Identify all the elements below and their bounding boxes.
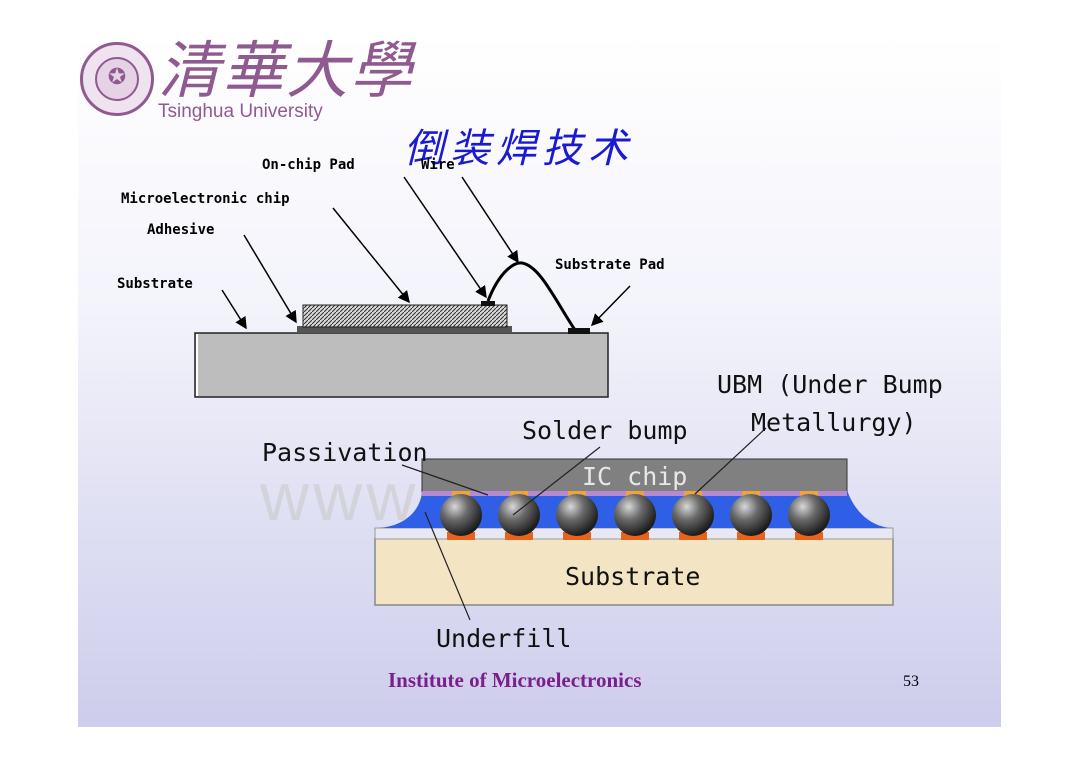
wirebond-adhesive — [297, 326, 512, 333]
label-microelectronic-chip: Microelectronic chip — [121, 191, 290, 207]
watermark-text: www — [260, 459, 420, 535]
university-name-en: Tsinghua University — [158, 101, 323, 122]
label-passivation: Passivation — [262, 438, 428, 467]
wirebond-substrate — [194, 332, 609, 398]
tsinghua-seal-logo: ✪ — [80, 42, 154, 116]
label-wire: Wire — [421, 157, 455, 173]
wirebond-substrate-pad — [568, 328, 590, 334]
label-ubm-line1: UBM (Under Bump — [717, 370, 943, 399]
page-number: 53 — [903, 673, 919, 690]
flipchip-substrate — [374, 537, 894, 606]
label-ic-chip: IC chip — [582, 462, 688, 491]
wirebond-on-chip-pad — [481, 301, 495, 306]
label-flipchip-substrate: Substrate — [565, 562, 701, 591]
label-solder-bump: Solder bump — [522, 416, 688, 445]
bond-wire — [486, 261, 577, 331]
slide-title: 倒装焊技术 — [404, 126, 634, 172]
wirebond-chip — [302, 304, 508, 328]
label-wirebond-substrate: Substrate — [117, 276, 193, 292]
label-on-chip-pad: On-chip Pad — [262, 157, 355, 173]
label-underfill: Underfill — [436, 624, 572, 653]
solder-bump-array — [440, 491, 830, 540]
footer-institute: Institute of Microelectronics — [388, 668, 642, 692]
university-name-cn: 清華大學 — [158, 34, 415, 107]
label-ubm-line2: Metallurgy) — [751, 408, 917, 437]
label-adhesive: Adhesive — [147, 222, 215, 238]
ic-chip — [421, 458, 848, 493]
label-substrate-pad: Substrate Pad — [555, 257, 665, 273]
